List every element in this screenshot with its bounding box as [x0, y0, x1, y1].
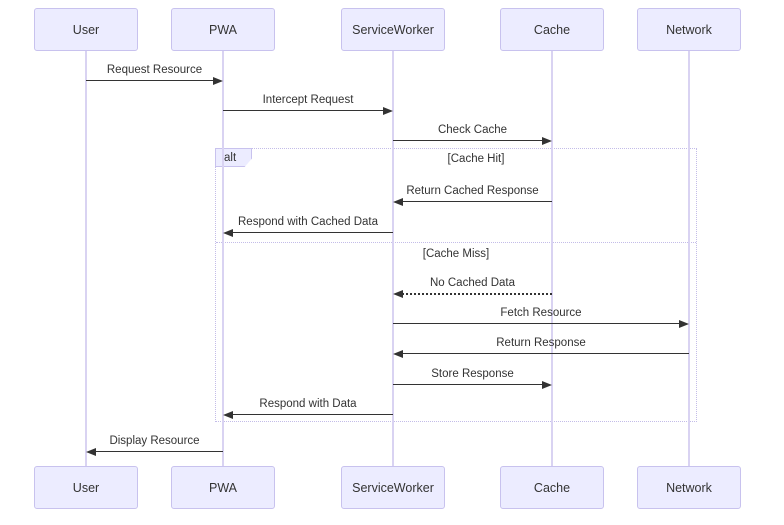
lifeline-user — [85, 51, 87, 466]
arrowhead-no-cached-data — [393, 289, 403, 298]
message-line-request-resource — [86, 80, 214, 81]
actor-box-network-bottom: Network — [637, 466, 741, 509]
message-line-store-response — [393, 384, 543, 385]
actor-box-serviceworker-top: ServiceWorker — [341, 8, 445, 51]
message-label-respond-with-cached-data: Respond with Cached Data — [238, 216, 378, 228]
arrowhead-store-response — [542, 380, 552, 389]
arrowhead-return-cached-response — [393, 197, 403, 206]
arrowhead-request-resource — [213, 76, 223, 85]
lifeline-network — [688, 51, 690, 466]
actor-box-pwa-bottom: PWA — [171, 466, 275, 509]
message-line-respond-with-data — [232, 414, 393, 415]
message-label-return-cached-response: Return Cached Response — [406, 185, 539, 197]
message-line-respond-with-cached-data — [232, 232, 393, 233]
message-label-intercept-request: Intercept Request — [262, 94, 354, 106]
actor-box-cache-top: Cache — [500, 8, 604, 51]
arrowhead-fetch-resource — [679, 319, 689, 328]
message-label-respond-with-data: Respond with Data — [259, 398, 357, 410]
message-line-no-cached-data — [402, 293, 552, 295]
message-label-request-resource: Request Resource — [106, 64, 203, 76]
message-label-fetch-resource: Fetch Resource — [500, 307, 582, 319]
alt-condition-cache-miss: [Cache Miss] — [422, 248, 490, 260]
actor-box-user-top: User — [34, 8, 138, 51]
lifeline-serviceworker — [392, 51, 394, 466]
actor-box-user-bottom: User — [34, 466, 138, 509]
message-line-check-cache — [393, 140, 543, 141]
arrowhead-respond-with-data — [223, 410, 233, 419]
arrowhead-intercept-request — [383, 106, 393, 115]
lifeline-pwa — [222, 51, 224, 466]
actor-box-serviceworker-bottom: ServiceWorker — [341, 466, 445, 509]
actor-box-pwa-top: PWA — [171, 8, 275, 51]
alt-section-divider — [216, 242, 696, 243]
lifeline-cache — [551, 51, 553, 466]
actor-box-network-top: Network — [637, 8, 741, 51]
arrowhead-respond-with-cached-data — [223, 228, 233, 237]
message-line-return-response — [402, 353, 689, 354]
message-label-return-response: Return Response — [496, 337, 586, 349]
message-label-display-resource: Display Resource — [109, 435, 200, 447]
alt-frame-label: alt — [215, 148, 252, 167]
alt-frame: alt [Cache Hit] [Cache Miss] — [215, 148, 697, 422]
message-line-return-cached-response — [402, 201, 552, 202]
message-label-check-cache: Check Cache — [437, 124, 508, 136]
message-line-intercept-request — [223, 110, 384, 111]
arrowhead-display-resource — [86, 447, 96, 456]
alt-condition-cache-hit: [Cache Hit] — [447, 153, 505, 165]
arrowhead-return-response — [393, 349, 403, 358]
message-label-store-response: Store Response — [431, 368, 514, 380]
message-label-no-cached-data: No Cached Data — [429, 277, 516, 289]
message-line-fetch-resource — [393, 323, 680, 324]
arrowhead-check-cache — [542, 136, 552, 145]
actor-box-cache-bottom: Cache — [500, 466, 604, 509]
message-line-display-resource — [95, 451, 223, 452]
